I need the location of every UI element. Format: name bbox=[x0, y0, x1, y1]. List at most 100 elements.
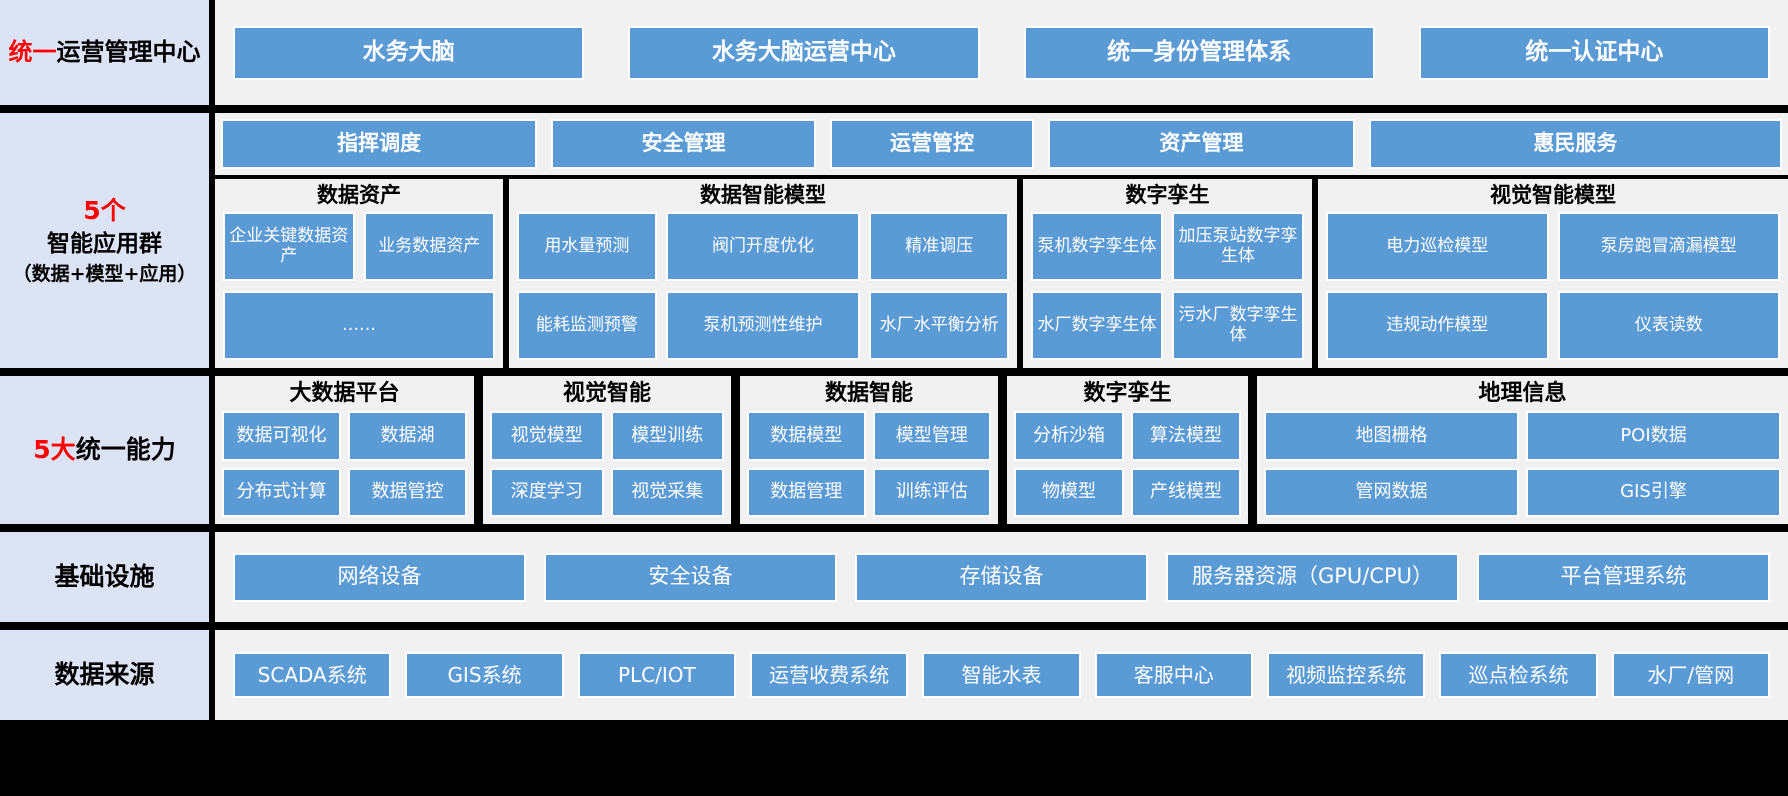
data-source-item-6[interactable]: 视频监控系统 bbox=[1266, 652, 1426, 698]
capability-title-data-intelligence: 数据智能 bbox=[824, 381, 913, 406]
data-source-item-2[interactable]: PLC/IOT bbox=[577, 652, 736, 698]
row-body-capabilities: 大数据平台 数据可视化 数据湖 分布式计算 数据管控 视觉智能 视觉模 bbox=[215, 376, 1788, 524]
twin-cap-item-0[interactable]: 分析沙箱 bbox=[1014, 411, 1124, 461]
app-item-3[interactable]: 资产管理 bbox=[1047, 119, 1355, 169]
capability-title-digital-twin: 数字孪生 bbox=[1083, 381, 1172, 406]
row-label-ops-center-accent: 统一 bbox=[8, 38, 57, 67]
bigdata-item-3[interactable]: 数据管控 bbox=[348, 467, 467, 517]
vision-cap-item-3[interactable]: 视觉采集 bbox=[610, 467, 724, 517]
row-label-apps-count: 5个 bbox=[83, 195, 126, 225]
vision-model-item-2[interactable]: 违规动作模型 bbox=[1326, 291, 1549, 360]
vision-model-item-0[interactable]: 电力巡检模型 bbox=[1326, 212, 1549, 281]
row-label-apps-title: 智能应用群 bbox=[47, 230, 162, 257]
app-item-2[interactable]: 运营管控 bbox=[829, 119, 1034, 169]
gis-item-1[interactable]: POI数据 bbox=[1526, 411, 1781, 461]
row-label-intelligent-apps: 5个 智能应用群 （数据+模型+应用） bbox=[0, 113, 209, 368]
capability-vision: 视觉智能 视觉模型 模型训练 深度学习 视觉采集 bbox=[483, 376, 731, 524]
data-intel-item-2[interactable]: 数据管理 bbox=[747, 467, 866, 517]
data-asset-item-more[interactable]: …… bbox=[223, 291, 495, 360]
row-label-ops-center: 统一运营管理中心 bbox=[0, 0, 209, 105]
digital-twin-item-0[interactable]: 泵机数字孪生体 bbox=[1031, 212, 1163, 281]
ops-item-3[interactable]: 统一认证中心 bbox=[1418, 25, 1770, 80]
row-data-sources: 数据来源 SCADA系统 GIS系统 PLC/IOT 运营收费系统 智能水表 客… bbox=[0, 630, 1788, 720]
ops-item-2[interactable]: 统一身份管理体系 bbox=[1023, 25, 1375, 80]
row-capabilities: 5大统一能力 大数据平台 数据可视化 数据湖 分布式计算 数据管控 视觉智能 bbox=[0, 376, 1788, 524]
twin-cap-item-3[interactable]: 产线模型 bbox=[1131, 467, 1241, 517]
data-model-item-0[interactable]: 用水量预测 bbox=[517, 212, 657, 281]
data-model-item-5[interactable]: 水厂水平衡分析 bbox=[869, 291, 1009, 360]
data-model-item-3[interactable]: 能耗监测预警 bbox=[517, 291, 657, 360]
bigdata-item-0[interactable]: 数据可视化 bbox=[222, 411, 341, 461]
row-label-capabilities: 5大统一能力 bbox=[0, 376, 209, 524]
group-digital-twin: 数字孪生 泵机数字孪生体 加压泵站数字孪生体 水厂数字孪生体 污水厂数字孪生体 bbox=[1023, 179, 1312, 368]
data-source-item-1[interactable]: GIS系统 bbox=[405, 652, 564, 698]
group-vision-models: 视觉智能模型 电力巡检模型 泵房跑冒滴漏模型 违规动作模型 仪表读数 bbox=[1318, 179, 1788, 368]
ops-item-1[interactable]: 水务大脑运营中心 bbox=[628, 25, 980, 80]
data-model-item-2[interactable]: 精准调压 bbox=[869, 212, 1009, 281]
capability-title-bigdata: 大数据平台 bbox=[289, 381, 400, 406]
bigdata-item-2[interactable]: 分布式计算 bbox=[222, 467, 341, 517]
row-infrastructure: 基础设施 网络设备 安全设备 存储设备 服务器资源（GPU/CPU） 平台管理系… bbox=[0, 532, 1788, 622]
apps-groups: 数据资产 企业关键数据资产 业务数据资产 …… 数据智能模型 bbox=[215, 179, 1788, 368]
data-asset-item-0[interactable]: 企业关键数据资产 bbox=[223, 212, 355, 281]
infrastructure-item-1[interactable]: 安全设备 bbox=[544, 552, 837, 602]
apps-top-bar: 指挥调度 安全管理 运营管控 资产管理 惠民服务 bbox=[215, 113, 1788, 175]
data-intel-item-1[interactable]: 模型管理 bbox=[872, 411, 991, 461]
gis-item-2[interactable]: 管网数据 bbox=[1264, 467, 1519, 517]
row-body-infrastructure: 网络设备 安全设备 存储设备 服务器资源（GPU/CPU） 平台管理系统 bbox=[215, 532, 1788, 622]
capability-gis: 地理信息 地图栅格 POI数据 管网数据 GIS引擎 bbox=[1257, 376, 1788, 524]
data-asset-item-1[interactable]: 业务数据资产 bbox=[363, 212, 495, 281]
twin-cap-item-1[interactable]: 算法模型 bbox=[1131, 411, 1241, 461]
app-item-0[interactable]: 指挥调度 bbox=[221, 119, 538, 169]
digital-twin-item-3[interactable]: 污水厂数字孪生体 bbox=[1172, 291, 1304, 360]
capability-title-gis: 地理信息 bbox=[1478, 381, 1567, 406]
row-body-data-sources: SCADA系统 GIS系统 PLC/IOT 运营收费系统 智能水表 客服中心 视… bbox=[215, 630, 1788, 720]
data-model-item-1[interactable]: 阀门开度优化 bbox=[665, 212, 861, 281]
row-intelligent-apps: 5个 智能应用群 （数据+模型+应用） 指挥调度 安全管理 运营管控 资产管理 … bbox=[0, 113, 1788, 368]
data-intel-item-3[interactable]: 训练评估 bbox=[872, 467, 991, 517]
data-source-item-0[interactable]: SCADA系统 bbox=[233, 652, 392, 698]
group-data-assets: 数据资产 企业关键数据资产 业务数据资产 …… bbox=[215, 179, 503, 368]
vision-model-item-3[interactable]: 仪表读数 bbox=[1557, 291, 1780, 360]
bigdata-item-1[interactable]: 数据湖 bbox=[348, 411, 467, 461]
row-label-ops-center-text: 运营管理中心 bbox=[56, 38, 201, 67]
vision-cap-item-2[interactable]: 深度学习 bbox=[490, 467, 604, 517]
capability-digital-twin: 数字孪生 分析沙箱 算法模型 物模型 产线模型 bbox=[1007, 376, 1248, 524]
app-item-1[interactable]: 安全管理 bbox=[551, 119, 816, 169]
row-label-data-sources: 数据来源 bbox=[0, 630, 209, 720]
group-title-data-models: 数据智能模型 bbox=[700, 183, 826, 207]
digital-twin-item-1[interactable]: 加压泵站数字孪生体 bbox=[1172, 212, 1304, 281]
infrastructure-item-3[interactable]: 服务器资源（GPU/CPU） bbox=[1166, 552, 1459, 602]
data-model-item-4[interactable]: 泵机预测性维护 bbox=[665, 291, 861, 360]
vision-cap-item-0[interactable]: 视觉模型 bbox=[490, 411, 604, 461]
row-label-apps-subtitle: （数据+模型+应用） bbox=[12, 263, 197, 286]
group-data-models: 数据智能模型 用水量预测 阀门开度优化 精准调压 能耗监测预警 泵机预测性维护 … bbox=[509, 179, 1017, 368]
row-label-capabilities-text: 统一能力 bbox=[75, 435, 176, 464]
capability-bigdata: 大数据平台 数据可视化 数据湖 分布式计算 数据管控 bbox=[215, 376, 474, 524]
row-body-intelligent-apps: 指挥调度 安全管理 运营管控 资产管理 惠民服务 数据资产 企业关键数据资产 业… bbox=[215, 113, 1788, 368]
app-item-4[interactable]: 惠民服务 bbox=[1368, 119, 1782, 169]
data-source-item-7[interactable]: 巡点检系统 bbox=[1439, 652, 1598, 698]
infrastructure-item-0[interactable]: 网络设备 bbox=[233, 552, 526, 602]
row-ops-center: 统一运营管理中心 水务大脑 水务大脑运营中心 统一身份管理体系 统一认证中心 bbox=[0, 0, 1788, 105]
data-source-item-8[interactable]: 水厂/管网 bbox=[1611, 652, 1770, 698]
capability-data-intelligence: 数据智能 数据模型 模型管理 数据管理 训练评估 bbox=[740, 376, 998, 524]
row-label-infrastructure: 基础设施 bbox=[0, 532, 209, 622]
digital-twin-item-2[interactable]: 水厂数字孪生体 bbox=[1031, 291, 1163, 360]
vision-model-item-1[interactable]: 泵房跑冒滴漏模型 bbox=[1557, 212, 1780, 281]
infrastructure-item-2[interactable]: 存储设备 bbox=[855, 552, 1148, 602]
twin-cap-item-2[interactable]: 物模型 bbox=[1014, 467, 1124, 517]
vision-cap-item-1[interactable]: 模型训练 bbox=[610, 411, 724, 461]
group-title-vision-models: 视觉智能模型 bbox=[1490, 183, 1616, 207]
infrastructure-item-4[interactable]: 平台管理系统 bbox=[1477, 552, 1770, 602]
capability-title-vision: 视觉智能 bbox=[562, 381, 651, 406]
data-source-item-4[interactable]: 智能水表 bbox=[922, 652, 1081, 698]
data-intel-item-0[interactable]: 数据模型 bbox=[747, 411, 866, 461]
data-source-item-5[interactable]: 客服中心 bbox=[1094, 652, 1253, 698]
group-title-digital-twin: 数字孪生 bbox=[1125, 183, 1210, 207]
data-source-item-3[interactable]: 运营收费系统 bbox=[749, 652, 909, 698]
gis-item-3[interactable]: GIS引擎 bbox=[1526, 467, 1781, 517]
ops-item-0[interactable]: 水务大脑 bbox=[233, 25, 585, 80]
gis-item-0[interactable]: 地图栅格 bbox=[1264, 411, 1519, 461]
